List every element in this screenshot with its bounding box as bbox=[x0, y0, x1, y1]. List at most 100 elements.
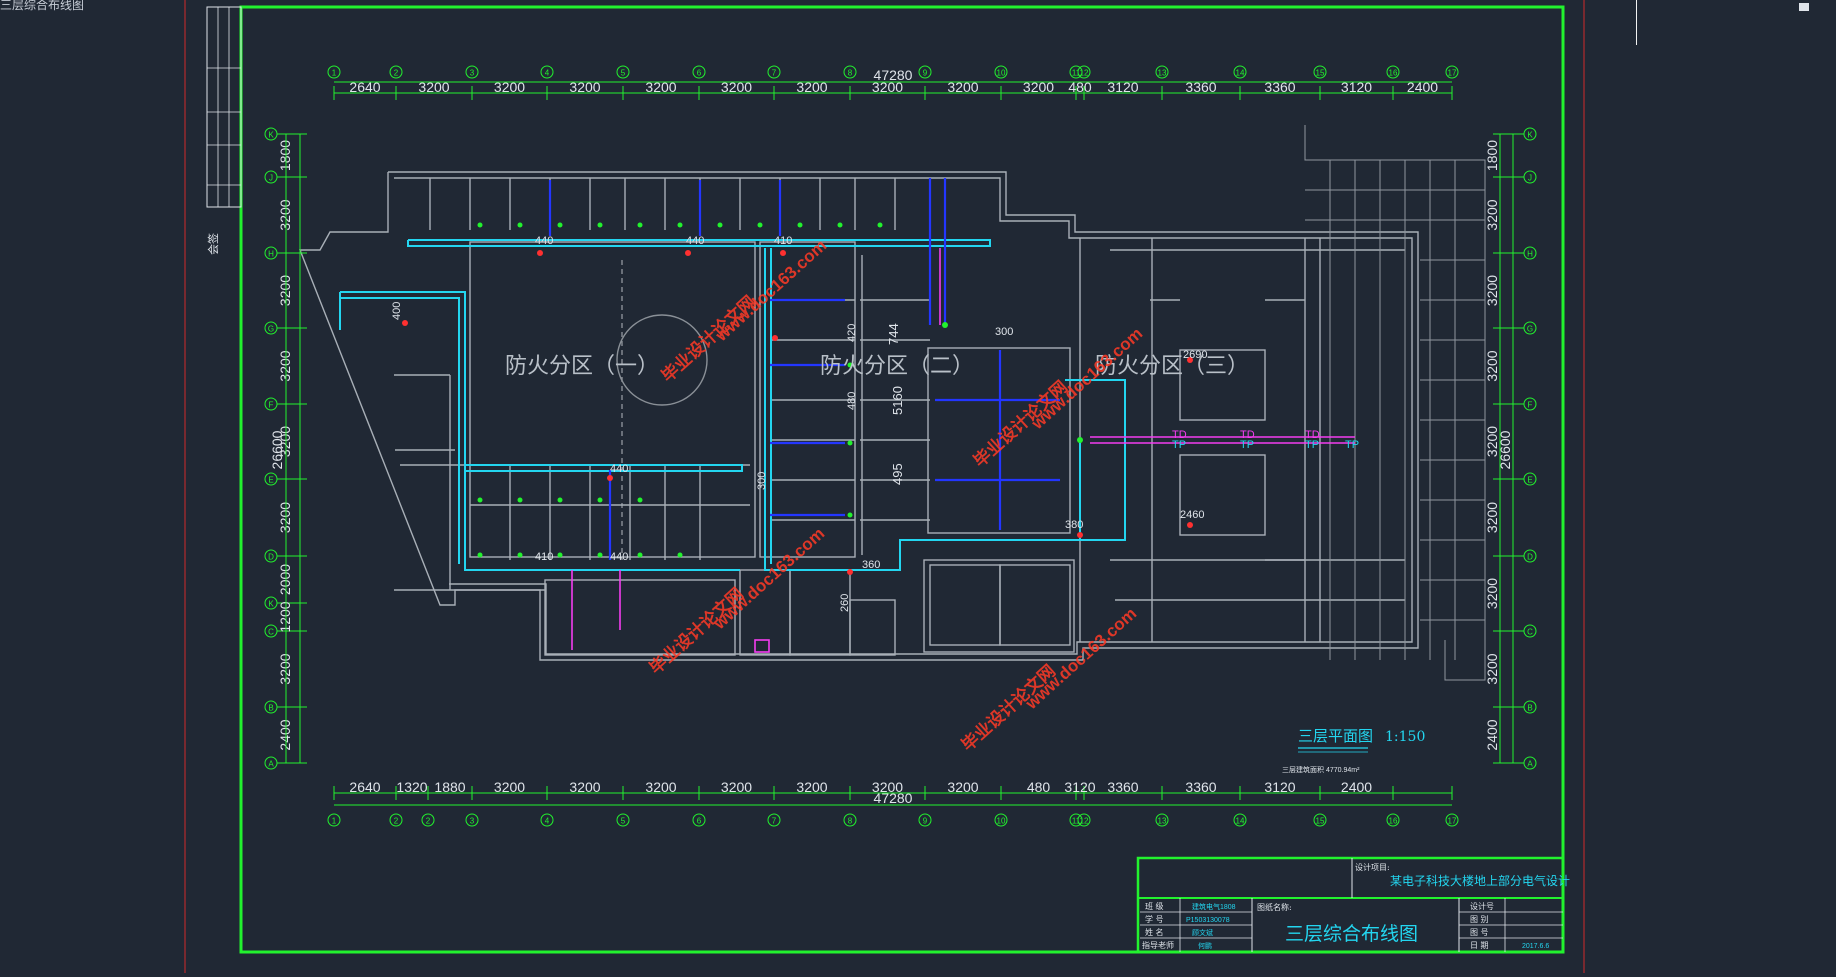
axis-bubble bbox=[1313, 65, 1327, 79]
axis-label: 9 bbox=[923, 69, 928, 78]
axis-bubble bbox=[1077, 65, 1091, 79]
drawing-label: 图纸名称: bbox=[1257, 902, 1292, 912]
axis-label: 16 bbox=[1389, 69, 1398, 78]
span-dim: 3360 bbox=[1107, 779, 1138, 795]
span-dim: 2000 bbox=[277, 564, 293, 595]
axis-bubble bbox=[1445, 65, 1459, 79]
overall-dim: 47280 bbox=[874, 790, 913, 806]
axis-label: 6 bbox=[697, 69, 702, 78]
axis-label: K bbox=[1527, 131, 1533, 140]
axis-bubble bbox=[389, 813, 403, 827]
axis-bubble bbox=[421, 813, 435, 827]
dim-label: 440 bbox=[535, 235, 553, 247]
span-dim: 1320 bbox=[396, 779, 427, 795]
axis-label: C bbox=[268, 628, 274, 637]
span-dim: 3200 bbox=[277, 653, 293, 684]
span-dim: 3200 bbox=[872, 779, 903, 795]
axis-label: 13 bbox=[1158, 69, 1167, 78]
dim-label: 440 bbox=[610, 551, 628, 563]
axis-label: K bbox=[268, 131, 274, 140]
span-dim: 3200 bbox=[1484, 653, 1500, 684]
span-dim: 3200 bbox=[494, 779, 525, 795]
axis-label: 5 bbox=[621, 69, 626, 78]
span-dim: 3200 bbox=[1023, 79, 1054, 95]
axis-label: 15 bbox=[1316, 817, 1325, 826]
dim-label: 440 bbox=[686, 235, 704, 247]
area-note: 三层建筑面积 4770.94m² bbox=[1282, 765, 1360, 774]
minimize-icon[interactable] bbox=[1799, 3, 1809, 11]
axis-label: 14 bbox=[1236, 69, 1245, 78]
axis-label: B bbox=[1527, 704, 1532, 713]
tb-key: 图 号 bbox=[1470, 928, 1489, 937]
axis-label: 2 bbox=[394, 817, 399, 826]
window-controls[interactable] bbox=[1796, 0, 1836, 11]
crosshair-cursor bbox=[1636, 0, 1637, 45]
left-stamp-box: 会签 bbox=[206, 6, 242, 255]
dim-label: 440 bbox=[610, 463, 628, 475]
axis-label: A bbox=[1527, 760, 1533, 769]
outlet-markers bbox=[477, 222, 1083, 558]
dim-label: 2690 bbox=[1183, 349, 1207, 361]
tb-key: 学 号 bbox=[1145, 914, 1164, 924]
axis-bubble bbox=[767, 65, 781, 79]
axis-label: H bbox=[268, 250, 274, 259]
axis-bubble bbox=[843, 813, 857, 827]
axis-label: J bbox=[1528, 174, 1532, 183]
axis-label: 12 bbox=[1080, 69, 1089, 78]
axis-bubble bbox=[692, 813, 706, 827]
axis-bubble bbox=[540, 65, 554, 79]
watermark-url: www.doc163.com bbox=[1021, 604, 1140, 714]
tb-key: 设计号 bbox=[1470, 901, 1494, 911]
axis-label: 17 bbox=[1448, 817, 1457, 826]
dim-label: 480 bbox=[846, 392, 858, 410]
red-markers bbox=[402, 250, 1193, 575]
axis-bubble bbox=[465, 65, 479, 79]
span-dim: 3200 bbox=[277, 426, 293, 457]
tb-key: 姓 名 bbox=[1145, 927, 1164, 937]
tb-value: P1503130078 bbox=[1186, 917, 1230, 924]
dim-label: 495 bbox=[890, 463, 905, 485]
span-dim: 3200 bbox=[645, 779, 676, 795]
axis-bubble bbox=[389, 65, 403, 79]
axis-bubble bbox=[994, 813, 1008, 827]
drawing-border bbox=[239, 5, 1565, 954]
axis-bubble bbox=[1445, 813, 1459, 827]
axis-label: 1 bbox=[332, 69, 337, 78]
dim-label: 410 bbox=[774, 235, 792, 247]
axis-label: B bbox=[268, 704, 273, 713]
span-dim: 3200 bbox=[721, 779, 752, 795]
axis-bubble bbox=[918, 813, 932, 827]
span-dim: 3200 bbox=[1484, 275, 1500, 306]
span-dim: 3200 bbox=[796, 779, 827, 795]
span-dim: 2640 bbox=[349, 79, 380, 95]
plan-labels: 440 440 410 440 410 440 400 744 300 5160… bbox=[391, 235, 1207, 612]
project-name: 某电子科技大楼地上部分电气设计 bbox=[1390, 873, 1570, 888]
axis-bubble bbox=[692, 65, 706, 79]
axis-label: 2 bbox=[394, 69, 399, 78]
axis-bubble bbox=[465, 813, 479, 827]
axis-bubble bbox=[1313, 813, 1327, 827]
axis-label: 4 bbox=[545, 69, 550, 78]
span-dim: 3200 bbox=[796, 79, 827, 95]
axis-bubble bbox=[767, 813, 781, 827]
plan-scale: 1:150 bbox=[1385, 729, 1425, 745]
td-label: TD bbox=[1305, 429, 1320, 441]
overall-dim: 26600 bbox=[1497, 430, 1513, 469]
axis-label: F bbox=[269, 401, 274, 410]
span-dim: 3360 bbox=[1185, 79, 1216, 95]
axis-bubble bbox=[327, 65, 341, 79]
axis-label: 5 bbox=[621, 817, 626, 826]
branch-cables bbox=[548, 178, 1060, 560]
span-dim: 3120 bbox=[1064, 779, 1095, 795]
axis-label: G bbox=[268, 325, 274, 334]
dim-label: 2460 bbox=[1180, 509, 1204, 521]
axis-bubble bbox=[1069, 65, 1083, 79]
dim-label: 260 bbox=[839, 594, 851, 612]
tb-date: 2017.6.6 bbox=[1522, 943, 1549, 950]
watermark-url: www.doc163.com bbox=[709, 524, 828, 634]
axis-bubble bbox=[843, 65, 857, 79]
tb-key: 班 级 bbox=[1145, 901, 1164, 911]
watermark-text: 毕业设计论文网 bbox=[969, 376, 1071, 471]
